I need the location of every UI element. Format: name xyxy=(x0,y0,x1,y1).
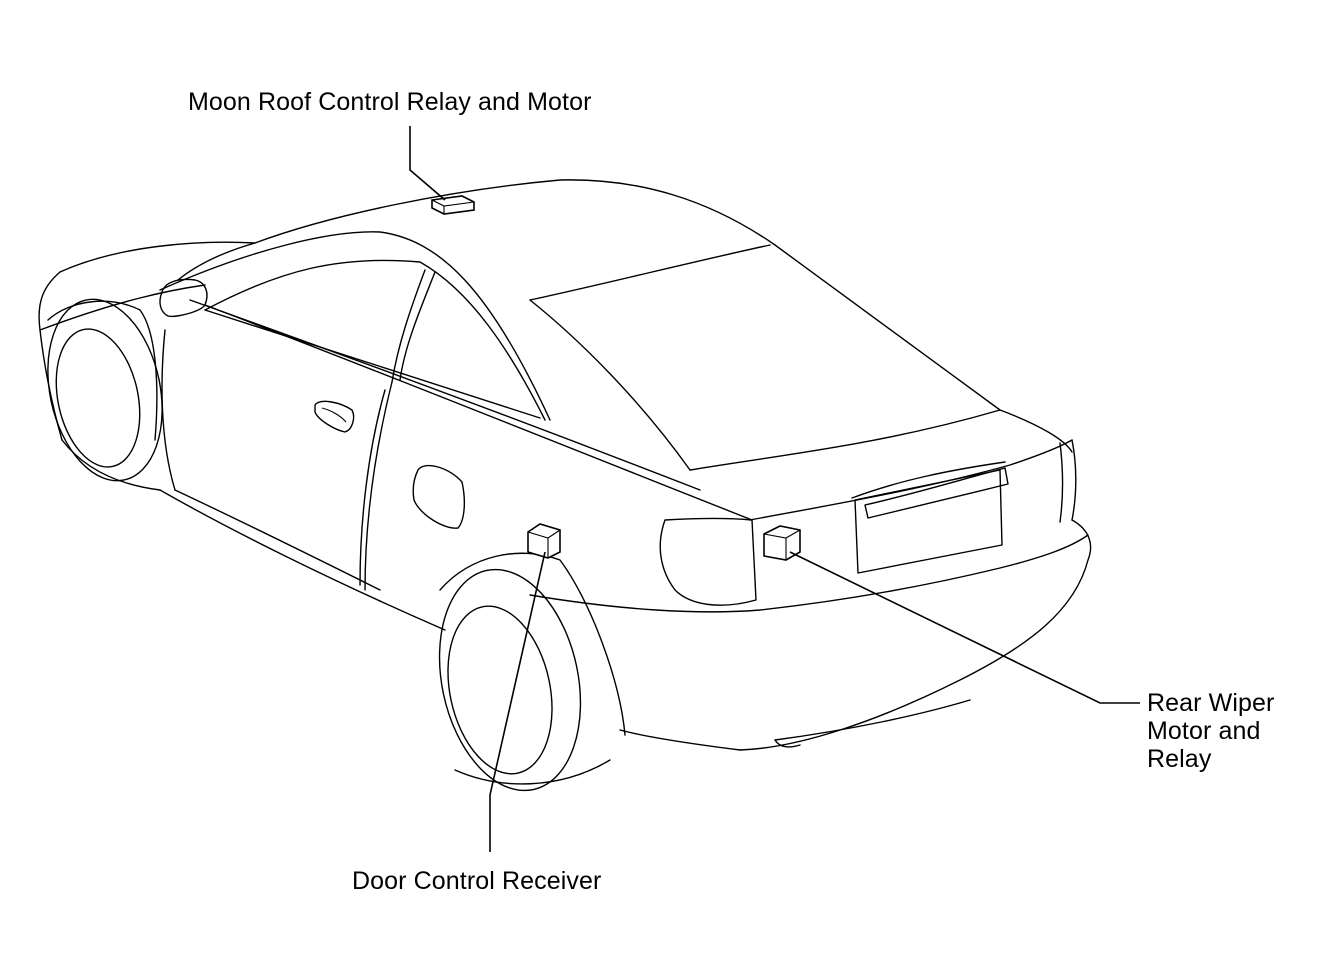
rear-wiper-component xyxy=(763,525,801,561)
door-receiver-label: Door Control Receiver xyxy=(352,867,602,895)
rear-wiper-label-line-3: Relay xyxy=(1147,745,1212,773)
moon-roof-leader-line xyxy=(409,126,446,201)
rear-wiper-label-line-1: Rear Wiper xyxy=(1147,689,1275,717)
rear-wiper-label-line-2: Motor and xyxy=(1147,717,1261,745)
rear-wiper-label: Rear Wiper Motor and Relay xyxy=(1147,689,1274,773)
door-receiver-component xyxy=(527,523,561,559)
car-body-outline xyxy=(38,179,1092,792)
door-receiver-leader-line xyxy=(489,551,546,852)
moon-roof-component xyxy=(431,195,475,215)
rear-wiper-leader-line xyxy=(789,551,1140,704)
moon-roof-label: Moon Roof Control Relay and Motor xyxy=(188,88,592,116)
